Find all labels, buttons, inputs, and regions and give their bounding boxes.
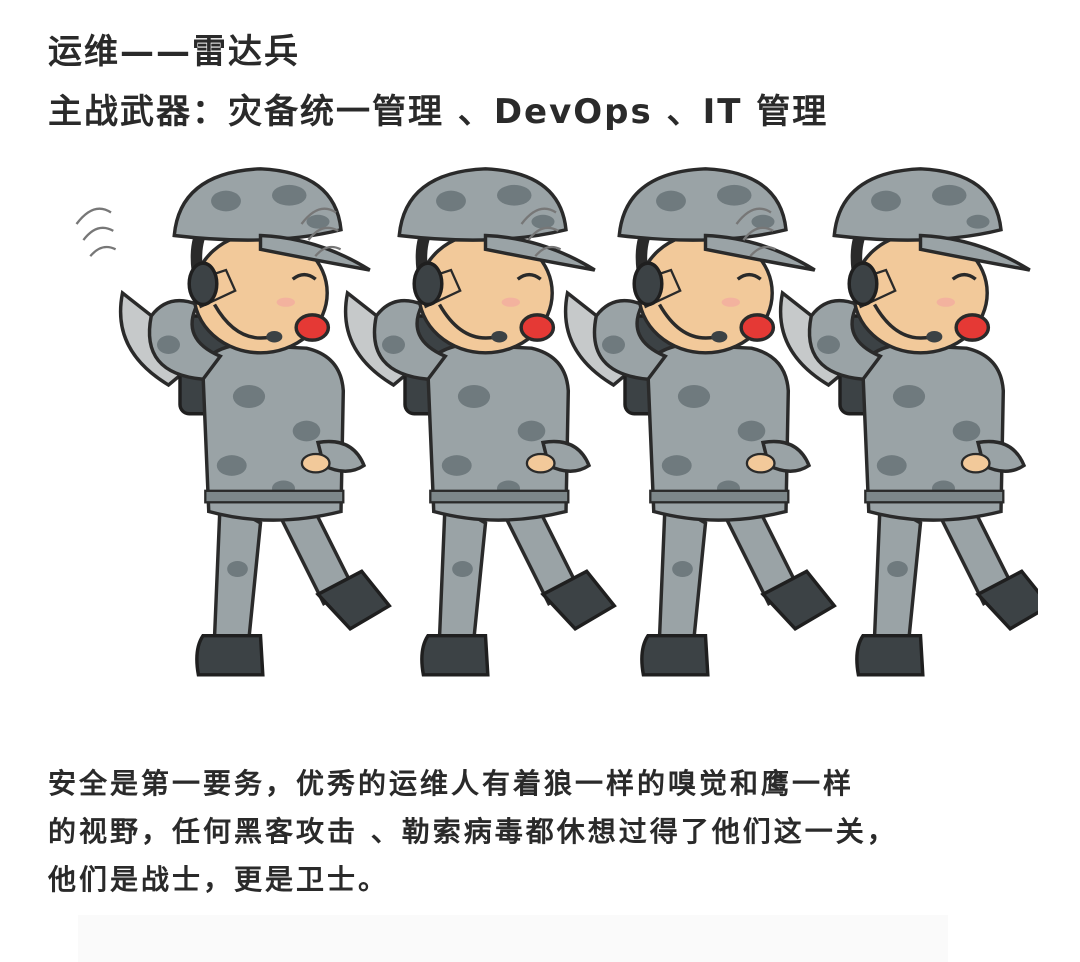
radar-soldiers-illustration: [48, 140, 1038, 755]
footer-band: [78, 915, 948, 962]
description-paragraph: 安全是第一要务，优秀的运维人有着狼一样的嗅觉和鹰一样 的视野，任何黑客攻击 、勒…: [48, 760, 1038, 904]
weapons-subtitle: 主战武器：灾备统一管理 、DevOps 、IT 管理: [48, 92, 829, 132]
description-line: 他们是战士，更是卫士。: [48, 863, 390, 896]
description-line: 的视野，任何黑客攻击 、勒索病毒都休想过得了他们这一关，: [48, 815, 898, 848]
page-title: 运维——雷达兵: [48, 32, 300, 72]
description-line: 安全是第一要务，优秀的运维人有着狼一样的嗅觉和鹰一样: [48, 767, 855, 800]
soldier-figure: [77, 169, 390, 675]
